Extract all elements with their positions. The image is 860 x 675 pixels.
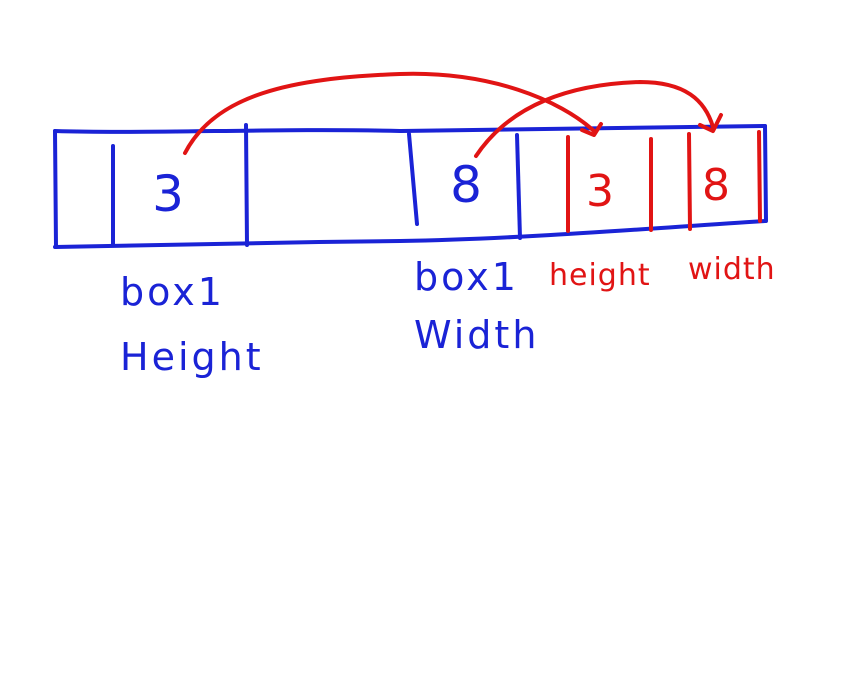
red-dividers	[566, 130, 762, 233]
arrow-copy-height-head	[580, 122, 603, 137]
strip-left-edge	[53, 129, 58, 249]
strip-top-edge	[53, 124, 767, 134]
label-box1-width-line2: Width	[414, 313, 539, 357]
divider-box1-width-left	[407, 132, 419, 226]
label-box1-height-line1: box1	[120, 270, 225, 314]
box1-height-value: 3	[152, 165, 184, 223]
label-height: height	[549, 258, 651, 293]
divider-width-right	[757, 130, 762, 223]
label-box1-width-line1: box1	[414, 255, 519, 299]
width-value: 8	[702, 160, 730, 211]
arrow-copy-width-head	[698, 113, 723, 133]
divider-width-left	[687, 132, 692, 231]
copy-arrows	[183, 71, 723, 158]
box1-width-value: 8	[450, 156, 482, 214]
label-box1-height-line2: Height	[120, 335, 264, 379]
divider-box1-width-right	[515, 133, 522, 240]
arrow-copy-height	[183, 71, 596, 155]
arrow-copy-width	[474, 80, 715, 158]
divider-box1-height-right	[244, 123, 249, 247]
strip-bottom-edge	[53, 219, 767, 249]
height-value: 3	[586, 166, 614, 217]
label-width: width	[688, 252, 776, 287]
strip-right-edge	[763, 124, 768, 223]
